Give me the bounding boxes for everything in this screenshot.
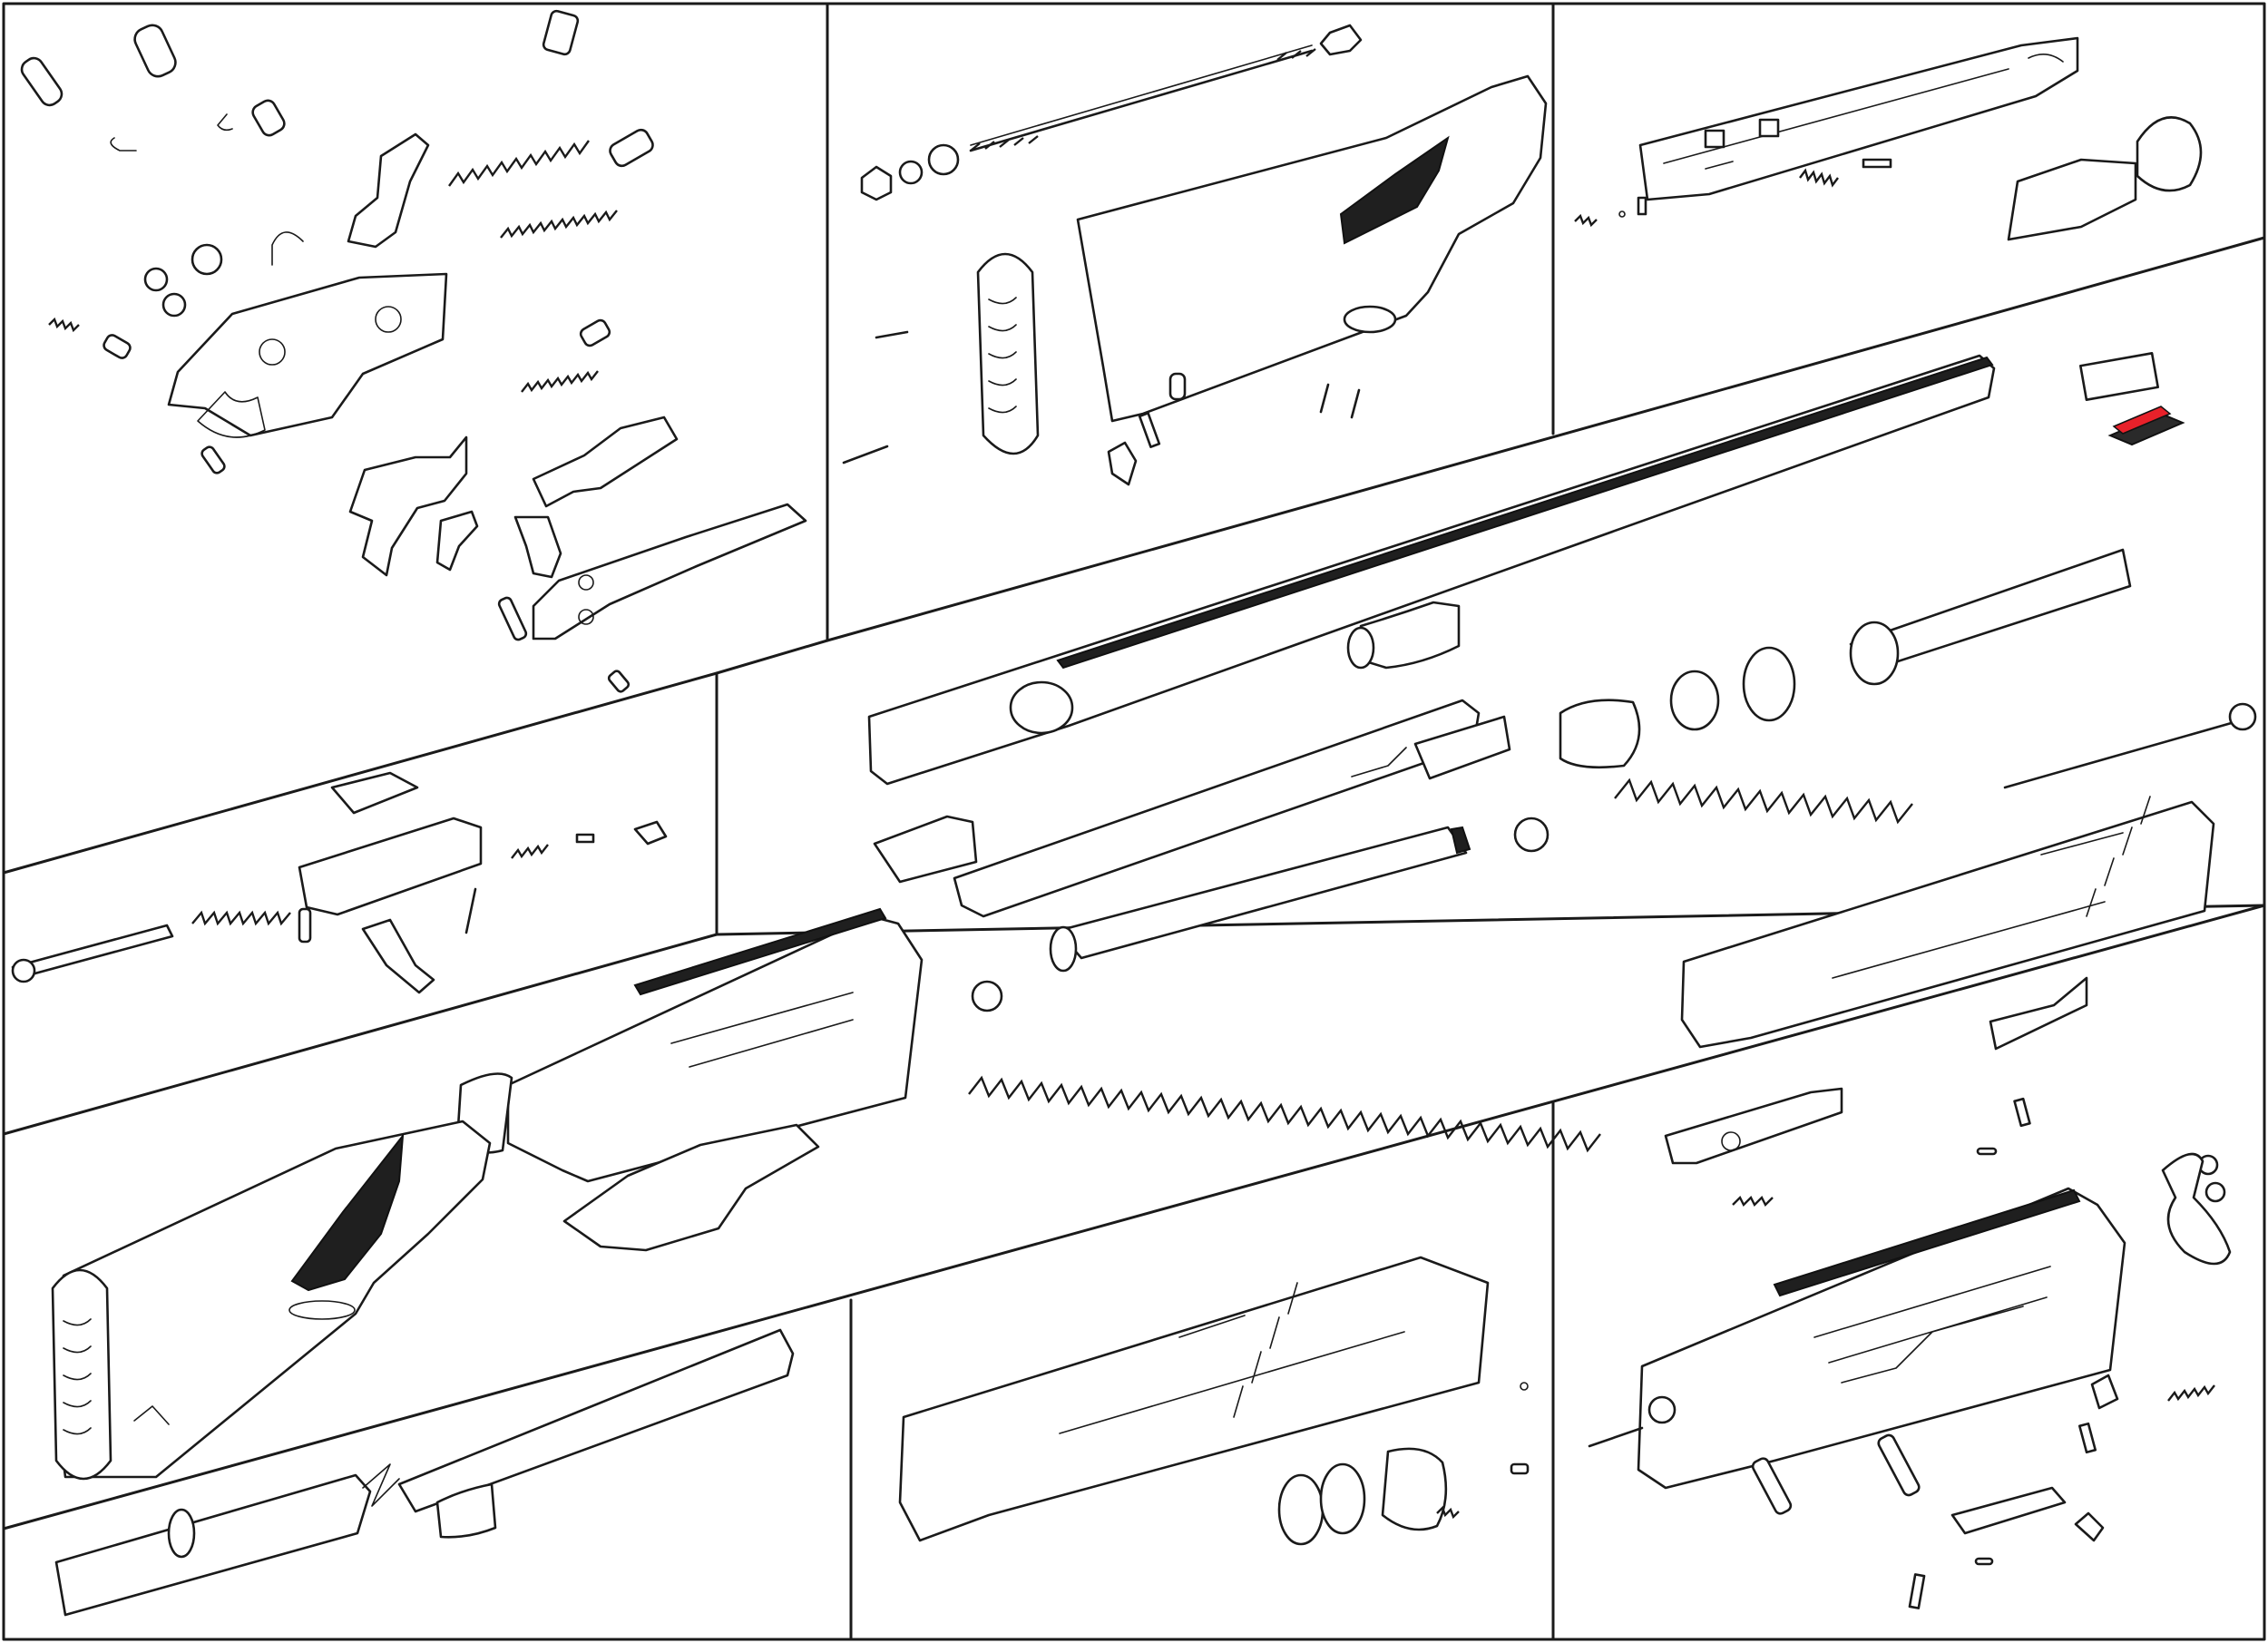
stock-cap-icon	[1343, 305, 1397, 334]
panel-forend-assembly	[898, 1256, 1530, 1546]
recoil-pad-icon	[976, 252, 1040, 455]
trigger-group-icon	[562, 1123, 820, 1252]
feed-latch-icon	[1950, 1486, 2067, 1535]
spring-icon	[500, 210, 618, 239]
washer-icon	[898, 160, 924, 185]
gas-cylinder-icon	[1742, 646, 1796, 722]
piston-icon	[1559, 699, 1641, 769]
trigger-plate-icon	[532, 503, 807, 641]
nut-icon	[1319, 24, 1363, 56]
action-bar-icon	[532, 416, 679, 508]
operating-rod-icon	[2003, 719, 2243, 789]
wire-spring-icon	[271, 231, 304, 266]
o-ring-icon	[1319, 1462, 1366, 1535]
receiver-icon	[1637, 1187, 2126, 1490]
shell-latch-icon	[2007, 158, 2137, 241]
nut-icon	[860, 165, 893, 201]
recoil-pad-icon	[51, 1268, 112, 1481]
safety-icon	[435, 510, 479, 572]
o-ring-icon	[1669, 670, 1720, 731]
forend-icon	[898, 1256, 1490, 1542]
panel-buttstock-assembly	[842, 24, 1548, 486]
carrier-icon	[1638, 36, 2079, 201]
magazine-spring-icon	[968, 1075, 1601, 1153]
barrel-icon	[54, 1473, 372, 1617]
panel-complete-gun-view	[51, 1120, 492, 1481]
barrel-icon	[867, 354, 1996, 786]
disconnector-icon	[348, 435, 468, 577]
pin-icon	[1877, 1433, 1921, 1497]
sling-swivel-icon	[1107, 441, 1138, 486]
magazine-cap-icon	[2136, 116, 2203, 192]
panel-trigger-group-parts	[20, 9, 807, 693]
buttstock-icon	[1076, 74, 1548, 423]
o-ring-icon	[1277, 1473, 1325, 1546]
stock-bolt-icon	[969, 49, 1314, 152]
sight-base-icon	[2079, 352, 2159, 401]
panel-receiver-parts	[1588, 976, 2232, 1609]
extractor-icon	[633, 820, 668, 846]
panel-main-exploded-view	[455, 352, 2257, 1252]
sear-spring-icon	[191, 243, 223, 276]
spring-icon	[521, 370, 599, 393]
bushing-icon	[20, 9, 654, 693]
clip-icon	[110, 113, 233, 152]
buttstock-icon	[56, 1120, 492, 1479]
link-icon	[513, 515, 562, 579]
panel-carrier-latch-assembly	[1574, 36, 2203, 241]
bolt-body-icon	[298, 817, 483, 916]
panel-barrel-extension	[54, 1328, 795, 1617]
bolt-head-icon	[873, 815, 978, 884]
firing-pin-spring-icon	[191, 910, 291, 926]
panel-bolt-assembly	[11, 771, 668, 994]
forend-icon	[1680, 800, 2215, 1049]
washer-icon	[927, 143, 960, 176]
hammer-icon	[347, 132, 430, 249]
barrel-ring-icon	[1359, 601, 1461, 670]
recoil-spring-icon	[1614, 777, 1913, 825]
bolt-handle-icon	[330, 771, 419, 815]
fiber-optic-sight-icon	[2107, 406, 2185, 446]
forend-cap-icon	[1381, 1447, 1448, 1531]
carrier-icon	[1664, 1087, 1843, 1165]
screw-icon	[875, 330, 909, 339]
bolt-release-icon	[2090, 1374, 2119, 1410]
trigger-guard-icon	[2161, 1152, 2232, 1266]
firing-pin-icon	[11, 924, 174, 980]
trigger-housing-icon	[167, 272, 448, 437]
barrel-extension-icon	[397, 1328, 795, 1513]
screw-icon	[842, 445, 889, 465]
spring-icon	[448, 140, 590, 187]
spring-icon	[48, 317, 80, 333]
pin-icon	[1751, 1457, 1793, 1515]
latch-icon	[1989, 976, 2088, 1051]
